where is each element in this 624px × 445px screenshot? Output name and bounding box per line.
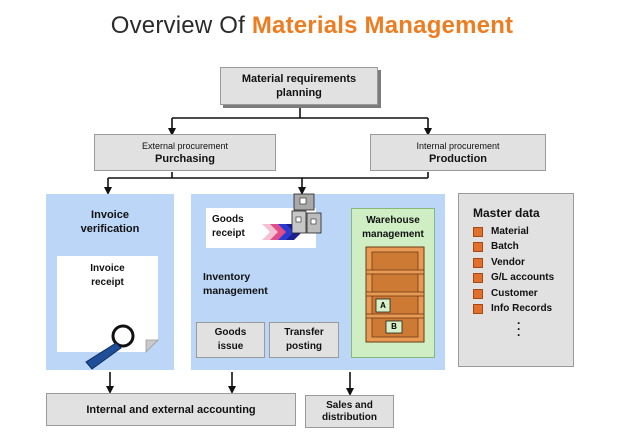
invoice-receipt-line2: receipt (91, 277, 124, 288)
transfer-posting-line2: posting (285, 341, 323, 352)
master-data-item-label: Material (491, 225, 529, 237)
title-accent: Materials Management (251, 12, 514, 39)
bullet-square-icon (473, 288, 483, 299)
external-procurement-box: External procurement Purchasing (94, 134, 276, 171)
goods-issue-line1: Goods (214, 327, 247, 338)
transfer-posting-line1: Transfer (284, 327, 324, 338)
title-prefix: Overview Of (110, 12, 252, 39)
page-title: Overview Of Materials Management (0, 12, 624, 40)
bullet-square-icon (473, 242, 483, 253)
accounting-label: Internal and external accounting (86, 403, 256, 416)
master-data-item: Material (473, 224, 573, 240)
inventory-line1: Inventory (203, 271, 251, 283)
warehouse-line1: Warehouse (366, 215, 420, 226)
invoice-verification-line1: Invoice (91, 209, 129, 221)
ellipsis-dot-3: . (517, 325, 521, 339)
transfer-posting-box: Transfer posting (269, 322, 339, 358)
master-data-item-label: Vendor (491, 256, 525, 268)
internal-line2: Production (428, 152, 488, 165)
goods-receipt-line1: Goods (212, 214, 244, 225)
master-data-item-label: Batch (491, 241, 519, 253)
invoice-receipt-label: Invoice receipt (57, 262, 158, 290)
bullet-square-icon (473, 226, 483, 237)
inventory-management-label: Inventory management (203, 270, 268, 298)
master-data-title: Master data (473, 206, 540, 220)
shelf-box-b-label: B (391, 322, 397, 331)
goods-issue-line2: issue (217, 341, 244, 352)
bullet-square-icon (473, 304, 483, 315)
master-data-item-label: Info Records (491, 303, 553, 315)
accounting-box: Internal and external accounting (46, 393, 296, 426)
shelf-box-a-label: A (380, 301, 386, 310)
master-data-item: G/L accounts (473, 271, 573, 287)
warehouse-label: Warehouse management (351, 214, 435, 242)
master-data-item: Vendor (473, 255, 573, 271)
goods-receipt-label: Goods receipt (212, 213, 245, 241)
sales-line1: Sales and (326, 399, 373, 411)
bullet-square-icon (473, 273, 483, 284)
mrp-box: Material requirements planning (220, 67, 378, 105)
invoice-verification-line2: verification (80, 223, 140, 235)
master-data-more: . . . (517, 313, 573, 339)
sales-line2: distribution (322, 411, 377, 423)
goods-issue-box: Goods issue (196, 322, 265, 358)
invoice-verification-label: Invoice verification (46, 208, 174, 236)
bullet-square-icon (473, 257, 483, 268)
goods-receipt-line2: receipt (212, 228, 245, 239)
master-data-item-label: Customer (491, 287, 538, 299)
invoice-receipt-line1: Invoice (90, 263, 125, 274)
ellipsis-dot-2: . (517, 319, 521, 333)
sales-distribution-box: Sales and distribution (305, 395, 394, 428)
master-data-item: Info Records (473, 302, 573, 318)
inventory-line2: management (203, 285, 268, 297)
master-data-item-label: G/L accounts (491, 272, 555, 284)
external-line2: Purchasing (155, 152, 215, 165)
external-line1: External procurement (141, 140, 229, 151)
master-data-item: Customer (473, 286, 573, 302)
internal-procurement-box: Internal procurement Production (370, 134, 546, 171)
mrp-line2: planning (276, 87, 322, 99)
ellipsis-dot-1: . (517, 313, 521, 327)
warehouse-line2: management (362, 229, 424, 240)
master-data-item: Batch (473, 240, 573, 256)
internal-line1: Internal procurement (416, 140, 500, 151)
mrp-line1: Material requirements (241, 73, 357, 85)
